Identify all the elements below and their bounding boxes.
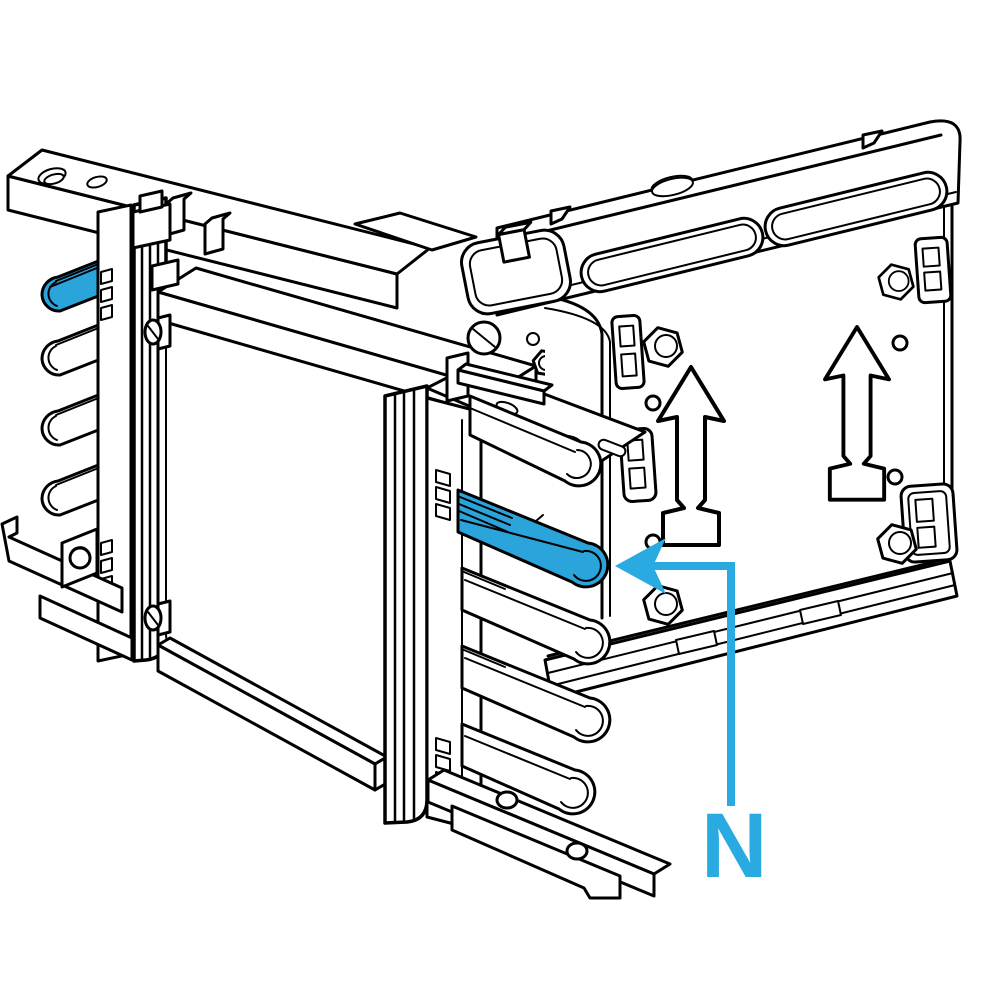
- left-foot-bracket: [0, 515, 134, 662]
- callout-line: [650, 562, 735, 806]
- rail-slot: [763, 170, 949, 248]
- corner-clip-tab: [150, 258, 180, 292]
- panel-hole: [886, 468, 904, 486]
- panel-bottom-edge: [546, 560, 936, 658]
- rail-slot: [579, 216, 765, 294]
- branch-module: [383, 351, 672, 900]
- branch-finger: [468, 394, 603, 488]
- neutral-callout: N: [615, 538, 767, 897]
- vent-clip: [610, 314, 646, 390]
- up-arrow-left-icon: [656, 365, 726, 547]
- panel-hole: [644, 394, 662, 412]
- panel-hole: [891, 334, 909, 352]
- branch-finger: [460, 644, 612, 744]
- left-phase-finger: [40, 320, 108, 377]
- branch-neutral-bar-highlight: [456, 488, 610, 589]
- rail-mark: [861, 129, 884, 150]
- branch-finger: [460, 722, 597, 816]
- vent-slots: [100, 268, 113, 592]
- rail-mark: [549, 205, 572, 226]
- vent-slots: [435, 469, 451, 789]
- hex-bolt: [876, 523, 918, 565]
- hex-bolt: [642, 584, 684, 626]
- vent-clip: [913, 235, 953, 305]
- branch-finger: [460, 566, 612, 666]
- base-bolt: [495, 790, 519, 810]
- branch-base: [426, 768, 672, 900]
- plate-end-cap: [353, 211, 478, 252]
- joint-hoop-clamp: [460, 220, 572, 316]
- hex-bolt: [642, 326, 684, 368]
- joint-t-clip: [445, 351, 554, 406]
- edge-screw: [143, 599, 172, 637]
- top-rail: [495, 119, 962, 317]
- callout-arrow-icon: [615, 538, 666, 594]
- vent-clip: [618, 427, 658, 503]
- left-neutral-bar-highlight: [40, 256, 108, 313]
- edge-screw: [143, 313, 172, 351]
- left-end-module: [0, 148, 432, 663]
- neutral-label: N: [701, 795, 767, 897]
- plate-hole: [86, 175, 108, 189]
- branch-gasket: [383, 384, 429, 825]
- left-phase-finger: [40, 390, 108, 447]
- right-panel: [353, 119, 962, 700]
- base-bolt: [565, 841, 589, 861]
- plate-clip-tab: [203, 211, 232, 256]
- left-phase-finger: [40, 460, 108, 517]
- plate-hole: [37, 167, 67, 186]
- hex-bolt: [877, 263, 915, 301]
- bottom-beam: [156, 636, 389, 792]
- up-arrow-right-icon: [823, 325, 891, 502]
- rail-oval-hole: [650, 174, 694, 198]
